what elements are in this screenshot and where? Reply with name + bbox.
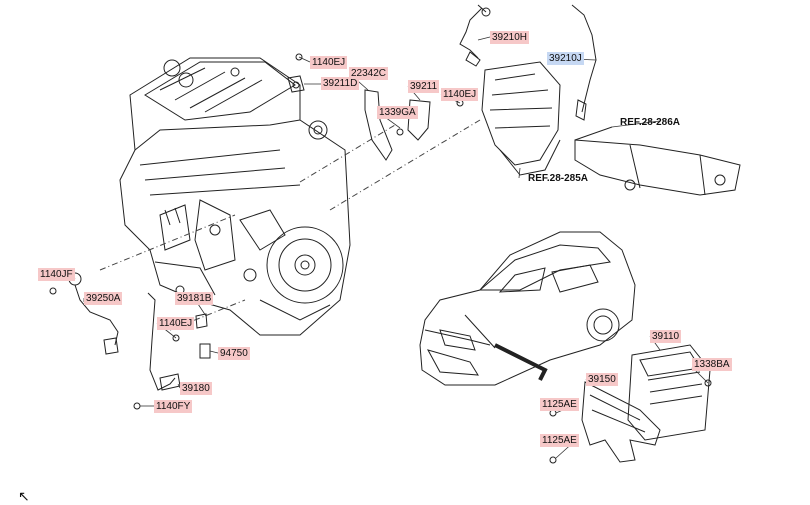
part-label-39150[interactable]: 39150 [586,373,618,386]
part-label-1140ej-b[interactable]: 1140EJ [441,88,479,101]
part-label-1140ej-c[interactable]: 1140EJ [157,317,195,330]
engine-assembly [119,57,351,336]
ecm-bracket [549,381,661,464]
reference-label-28-286a[interactable]: REF.28-286A [620,117,681,128]
part-label-39250a[interactable]: 39250A [84,292,123,305]
part-label-39181b[interactable]: 39181B [175,292,214,305]
part-label-1125ae-a[interactable]: 1125AE [540,398,579,411]
oxygen-sensor-upstream [459,4,491,67]
knock-sensor-harness [49,272,119,355]
part-label-1140jf[interactable]: 1140JF [38,268,75,281]
reference-label-28-285a[interactable]: REF.28-285A [528,173,589,184]
part-label-39210j[interactable]: 39210J [547,52,584,65]
part-label-94750[interactable]: 94750 [218,347,250,360]
catalytic-converter [481,61,741,196]
part-label-39180[interactable]: 39180 [180,382,212,395]
part-label-39211d[interactable]: 39211D [321,77,360,90]
arrow-icon: ↖ [18,488,30,504]
part-label-39110[interactable]: 39110 [650,330,682,343]
part-label-1338ba[interactable]: 1338BA [692,358,732,371]
part-label-22342c[interactable]: 22342C [349,67,389,80]
vehicle-suv [419,231,636,386]
part-label-1125ae-b[interactable]: 1125AE [540,434,579,447]
part-label-39211[interactable]: 39211 [408,80,440,93]
part-label-1140ej-a[interactable]: 1140EJ [310,56,348,69]
part-label-1140fy[interactable]: 1140FY [154,400,193,413]
part-label-1339ga[interactable]: 1339GA [377,106,418,119]
part-label-39210h[interactable]: 39210H [490,31,530,44]
